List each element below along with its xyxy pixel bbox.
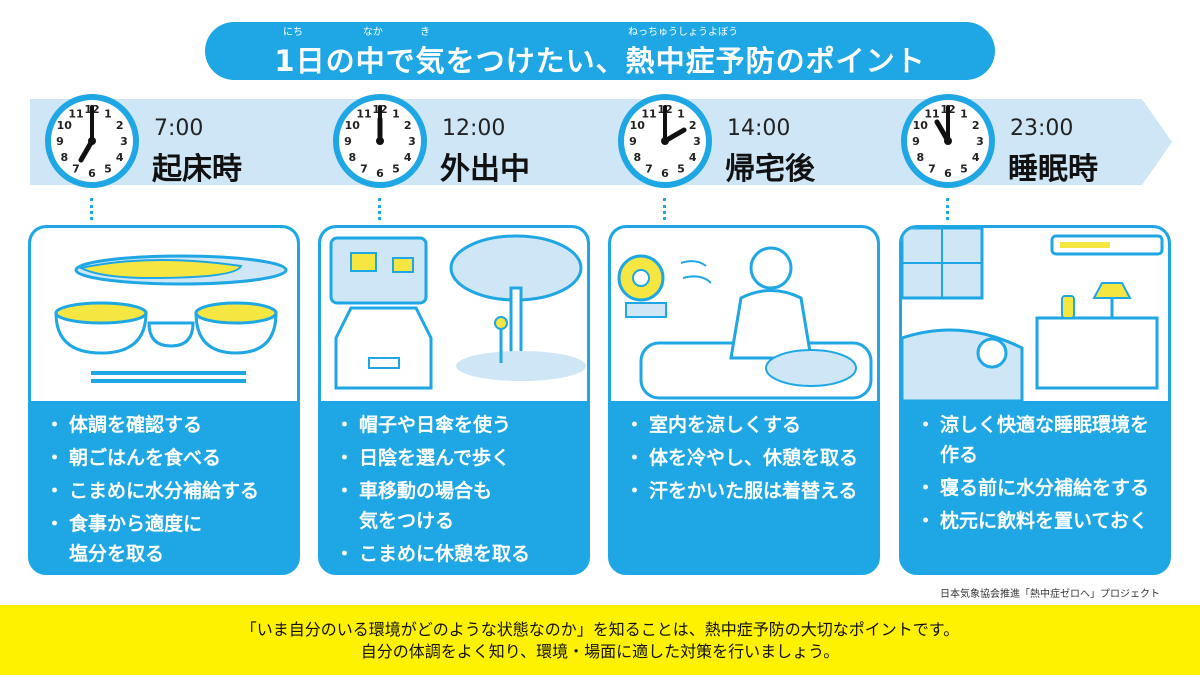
tip-item: 室内を涼しくする	[625, 410, 871, 440]
tip-card: 帽子や日傘を使う日陰を選んで歩く車移動の場合も気をつけるこまめに休憩を取る	[318, 225, 590, 575]
tip-item: 体を冷やし、休憩を取る	[625, 443, 871, 473]
footer-line-1: 「いま自分のいる環境がどのような状態なのか」を知ることは、熱中症予防の大切なポイ…	[240, 620, 960, 639]
dotted-connector	[946, 198, 953, 220]
footer-line-2: 自分の体調をよく知り、環境・場面に適した対策を行いましょう。	[360, 642, 840, 661]
tip-list: 体調を確認する朝ごはんを食べるこまめに水分補給する食事から適度に塩分を取る	[45, 410, 291, 572]
svg-text:9: 9	[344, 135, 352, 148]
svg-text:8: 8	[348, 151, 356, 164]
tip-item: 汗をかいた服は着替える	[625, 476, 871, 506]
svg-text:10: 10	[630, 119, 646, 132]
time-label: 23:00	[1010, 116, 1074, 141]
title-ruby: ねっちゅうしょうよぼう	[628, 27, 738, 38]
time-label: 7:00	[154, 116, 204, 141]
svg-text:11: 11	[924, 107, 939, 120]
svg-text:3: 3	[408, 135, 416, 148]
svg-text:1: 1	[960, 107, 968, 120]
svg-text:9: 9	[629, 135, 637, 148]
svg-text:5: 5	[392, 163, 400, 176]
svg-text:11: 11	[68, 107, 83, 120]
svg-text:5: 5	[960, 163, 968, 176]
svg-text:10: 10	[57, 119, 73, 132]
tip-item: 朝ごはんを食べる	[45, 443, 291, 473]
tip-card: 涼しく快適な睡眠環境を作る寝る前に水分補給をする枕元に飲料を置いておく	[899, 225, 1171, 575]
svg-text:10: 10	[345, 119, 361, 132]
phase-label: 外出中	[440, 152, 530, 187]
svg-text:1: 1	[677, 107, 685, 120]
tip-item: 枕元に飲料を置いておく	[916, 506, 1162, 536]
svg-text:3: 3	[120, 135, 128, 148]
svg-text:4: 4	[404, 151, 412, 164]
svg-text:9: 9	[912, 135, 920, 148]
tip-item: こまめに水分補給する	[45, 476, 291, 506]
tip-item: 帽子や日傘を使う	[335, 410, 581, 440]
svg-text:7: 7	[645, 163, 653, 176]
car-and-tree-illustration	[321, 228, 587, 401]
title-ruby: なか	[363, 27, 383, 38]
svg-text:2: 2	[689, 119, 697, 132]
tip-item: 日陰を選んで歩く	[335, 443, 581, 473]
svg-text:8: 8	[633, 151, 641, 164]
svg-text:11: 11	[356, 107, 371, 120]
dotted-connector	[663, 198, 670, 220]
page-title: 1日の中で気をつけたい、熱中症予防のポイント	[274, 44, 926, 78]
title-ruby: き	[420, 27, 430, 38]
svg-text:2: 2	[972, 119, 980, 132]
svg-text:4: 4	[972, 151, 980, 164]
svg-text:2: 2	[404, 119, 412, 132]
tip-card: 室内を涼しくする体を冷やし、休憩を取る汗をかいた服は着替える	[608, 225, 880, 575]
svg-text:4: 4	[116, 151, 124, 164]
time-label: 12:00	[442, 116, 506, 141]
breakfast-table-illustration	[31, 228, 297, 401]
svg-text:7: 7	[928, 163, 936, 176]
svg-text:8: 8	[916, 151, 924, 164]
svg-text:10: 10	[913, 119, 929, 132]
dotted-connector	[378, 198, 385, 220]
time-label: 14:00	[727, 116, 791, 141]
credit-text: 日本気象協会推進「熱中症ゼロへ」プロジェクト	[940, 589, 1160, 600]
phase-label: 起床時	[152, 152, 242, 187]
svg-text:6: 6	[661, 167, 669, 180]
svg-text:5: 5	[104, 163, 112, 176]
phase-label: 帰宅後	[725, 152, 815, 187]
timeline-arrow	[30, 99, 1172, 185]
svg-text:4: 4	[689, 151, 697, 164]
bedroom-illustration	[902, 228, 1168, 403]
footer-banner: 「いま自分のいる環境がどのような状態なのか」を知ることは、熱中症予防の大切なポイ…	[0, 605, 1200, 675]
svg-text:5: 5	[677, 163, 685, 176]
tip-list: 帽子や日傘を使う日陰を選んで歩く車移動の場合も気をつけるこまめに休憩を取る	[335, 410, 581, 572]
tip-list: 室内を涼しくする体を冷やし、休憩を取る汗をかいた服は着替える	[625, 410, 871, 509]
tip-item: 寝る前に水分補給をする	[916, 473, 1162, 503]
tip-item: こまめに休憩を取る	[335, 539, 581, 569]
title-banner	[205, 22, 995, 80]
svg-text:6: 6	[376, 167, 384, 180]
svg-text:11: 11	[641, 107, 656, 120]
svg-text:2: 2	[116, 119, 124, 132]
svg-text:3: 3	[976, 135, 984, 148]
svg-text:3: 3	[693, 135, 701, 148]
tip-item: 体調を確認する	[45, 410, 291, 440]
title-ruby: にち	[283, 27, 303, 38]
phase-label: 睡眠時	[1008, 152, 1098, 187]
svg-text:6: 6	[944, 167, 952, 180]
fan-and-sofa-illustration	[611, 228, 877, 401]
svg-text:1: 1	[392, 107, 400, 120]
svg-text:6: 6	[88, 167, 96, 180]
svg-text:9: 9	[56, 135, 64, 148]
svg-text:7: 7	[72, 163, 80, 176]
tip-card: 体調を確認する朝ごはんを食べるこまめに水分補給する食事から適度に塩分を取る	[28, 225, 300, 575]
dotted-connector	[90, 198, 97, 220]
tip-list: 涼しく快適な睡眠環境を作る寝る前に水分補給をする枕元に飲料を置いておく	[916, 410, 1162, 539]
svg-text:7: 7	[360, 163, 368, 176]
timeline	[30, 97, 1172, 187]
svg-text:8: 8	[60, 151, 68, 164]
svg-text:1: 1	[104, 107, 112, 120]
